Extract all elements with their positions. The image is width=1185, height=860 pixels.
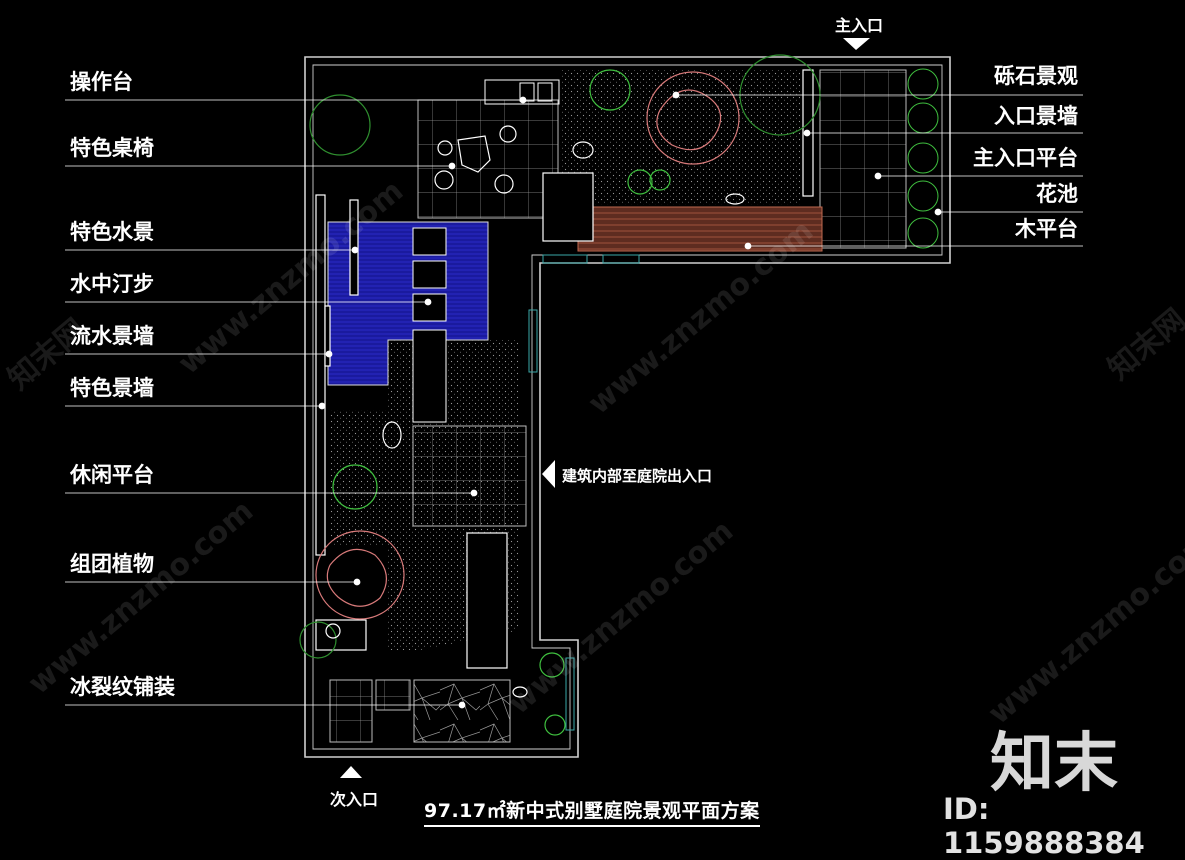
label-entrance-wall: 入口景墙 (994, 104, 1078, 128)
main-entrance-label: 主入口 (835, 16, 884, 35)
group-planting (315, 71, 740, 620)
feature-seats (325, 125, 745, 698)
stepping-stones (412, 227, 447, 423)
label-main-entrance-platform: 主入口平台 (973, 146, 1078, 170)
label-leisure-platform: 休闲平台 (70, 463, 154, 487)
site-boundary (304, 56, 951, 758)
main-entrance-arrow-icon (843, 38, 870, 50)
label-feature-water: 特色水景 (70, 220, 154, 244)
leader-lines-right (672, 91, 1083, 250)
water-feature (327, 221, 489, 386)
label-gravel-landscape: 砾石景观 (994, 64, 1078, 88)
drawing-title: 97.17㎡新中式别墅庭院景观平面方案 (424, 796, 760, 827)
watermark-logo: 知末 (990, 727, 1118, 801)
grid-paving (329, 69, 907, 743)
gravel-paving (330, 70, 800, 650)
label-operation-counter: 操作台 (70, 70, 133, 94)
flower-beds (907, 68, 939, 249)
label-water-wall: 流水景墙 (70, 324, 154, 348)
leader-lines-left (65, 96, 527, 709)
label-ice-crack-paving: 冰裂纹铺装 (70, 675, 175, 699)
timber-deck (577, 206, 823, 252)
label-flower-bed: 花池 (1036, 182, 1078, 206)
label-timber-deck: 木平台 (1015, 217, 1078, 241)
secondary-entrance-label: 次入口 (330, 790, 379, 809)
building-openings (528, 254, 640, 731)
label-group-planting: 组团植物 (70, 552, 154, 576)
building-exit-label: 建筑内部至庭院出入口 (562, 467, 713, 485)
secondary-entrance-arrow-icon (340, 766, 362, 778)
label-feature-table-chairs: 特色桌椅 (70, 136, 154, 160)
operation-counter (484, 79, 560, 105)
ice-crack-paving (413, 679, 511, 743)
label-feature-wall: 特色景墙 (70, 376, 154, 400)
building-exit-arrow-icon (542, 460, 555, 488)
label-stepping-stones: 水中汀步 (70, 272, 154, 296)
